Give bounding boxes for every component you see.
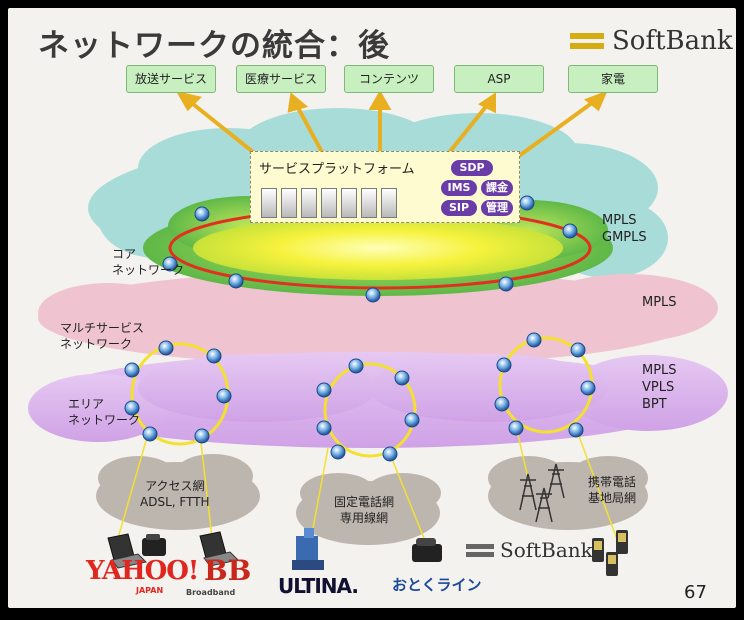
softbank-wordmark: SoftBank bbox=[612, 26, 733, 56]
area-protocol-mpls: MPLS bbox=[642, 363, 677, 378]
area-protocol-bpt: BPT bbox=[642, 397, 667, 412]
service-arrows bbox=[176, 89, 608, 166]
softbank-wordmark-small: SoftBank bbox=[500, 538, 593, 562]
core-protocol-gmpls: GMPLS bbox=[602, 230, 647, 245]
area-network-label: エリア ネットワーク bbox=[68, 396, 140, 428]
service-box-broadcast: 放送サービス bbox=[126, 65, 216, 93]
platform-title: サービスプラットフォーム bbox=[259, 162, 415, 177]
access-center-line1: 固定電話網 bbox=[334, 495, 395, 509]
otoku-line-logo: おとくライン bbox=[392, 576, 482, 594]
area-label-line2: ネットワーク bbox=[68, 413, 141, 427]
server-icon bbox=[381, 188, 397, 218]
multi-protocols: MPLS bbox=[642, 294, 677, 311]
slide: ネットワークの統合：後 SoftBank 放送サービス 医療サービス コンテンツ… bbox=[8, 8, 736, 608]
core-label-line2: ネットワーク bbox=[112, 263, 185, 277]
access-cloud-center bbox=[296, 473, 441, 545]
bb-logo: BB bbox=[204, 554, 252, 587]
access-right-line2: 基地局網 bbox=[588, 491, 637, 505]
multi-protocol-mpls: MPLS bbox=[642, 295, 677, 310]
server-icon bbox=[281, 188, 297, 218]
softbank-logo-small: SoftBank bbox=[466, 538, 593, 562]
core-protocol-mpls: MPLS bbox=[602, 213, 637, 228]
area-label-line1: エリア bbox=[68, 397, 105, 411]
multi-service-network-label: マルチサービス ネットワーク bbox=[60, 320, 144, 352]
softbank-bars-icon bbox=[466, 543, 494, 557]
service-platform: サービスプラットフォーム SDP IMS 課金 SIP 管理 bbox=[250, 151, 520, 223]
service-box-asp: ASP bbox=[454, 65, 544, 93]
server-icon bbox=[321, 188, 337, 218]
slide-title: ネットワークの統合：後 bbox=[38, 28, 390, 64]
tag-ims: IMS bbox=[441, 180, 477, 196]
core-network-label: コア ネットワーク bbox=[112, 246, 184, 278]
core-label-line1: コア bbox=[112, 247, 137, 261]
access-label-center: 固定電話網 専用線網 bbox=[334, 494, 394, 526]
softbank-bars-icon bbox=[570, 33, 604, 49]
tag-sdp: SDP bbox=[451, 160, 493, 176]
laptop-icon bbox=[107, 533, 148, 569]
office-phone-icon bbox=[412, 538, 442, 562]
access-right-line1: 携帯電話 bbox=[588, 475, 637, 489]
area-protocol-vpls: VPLS bbox=[642, 380, 675, 395]
tag-sip: SIP bbox=[441, 200, 477, 216]
service-box-contents: コンテンツ bbox=[344, 65, 434, 93]
ultina-logo: ULTINA. bbox=[278, 574, 359, 598]
laptop-icon bbox=[199, 531, 240, 567]
access-center-line2: 専用線網 bbox=[340, 511, 389, 525]
yahoo-japan-text: JAPAN bbox=[136, 586, 164, 595]
access-label-right: 携帯電話 基地局網 bbox=[588, 474, 636, 506]
core-glow bbox=[193, 216, 563, 280]
broadband-text: Broadband bbox=[186, 588, 236, 597]
area-protocols: MPLS VPLS BPT bbox=[642, 362, 677, 413]
network-nodes bbox=[124, 195, 596, 462]
server-icon bbox=[261, 188, 277, 218]
server-icon bbox=[301, 188, 317, 218]
phone-icon bbox=[142, 534, 166, 556]
softbank-logo: SoftBank bbox=[570, 26, 733, 56]
tag-management: 管理 bbox=[481, 200, 513, 216]
multi-label-line2: ネットワーク bbox=[60, 337, 133, 351]
server-icon bbox=[361, 188, 377, 218]
page-number: 67 bbox=[684, 582, 707, 603]
access-cloud-left bbox=[96, 454, 260, 530]
server-icon bbox=[341, 188, 357, 218]
core-protocols: MPLS GMPLS bbox=[602, 212, 647, 246]
building-icon bbox=[292, 528, 324, 570]
access-left-line1: アクセス網 bbox=[145, 479, 205, 493]
area-cloud bbox=[28, 352, 728, 448]
tag-billing: 課金 bbox=[481, 180, 513, 196]
service-box-appliance: 家電 bbox=[568, 65, 658, 93]
mobile-phone-icon bbox=[592, 530, 628, 576]
multi-label-line1: マルチサービス bbox=[60, 321, 145, 335]
access-left-line2: ADSL, FTTH bbox=[140, 495, 210, 509]
tower-icons bbox=[519, 463, 565, 523]
service-box-medical: 医療サービス bbox=[236, 65, 326, 93]
access-label-left: アクセス網 ADSL, FTTH bbox=[140, 478, 210, 510]
yahoo-logo: YAHOO! bbox=[86, 556, 199, 586]
